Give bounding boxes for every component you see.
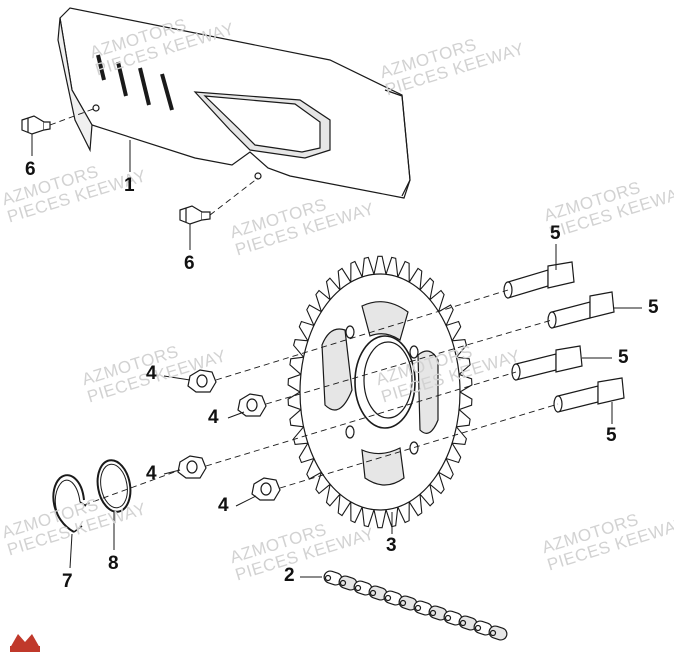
- nut-4b: [237, 393, 267, 417]
- nut-4d: [251, 477, 281, 501]
- stud-5b: [547, 291, 615, 329]
- chain-pin: [369, 589, 377, 597]
- callout-2: 2: [284, 565, 295, 586]
- bolt-6-top: [21, 115, 51, 135]
- callout-5b: 5: [648, 297, 659, 318]
- callout-3: 3: [386, 535, 397, 556]
- chain-link: [488, 625, 508, 641]
- stud-5a: [503, 261, 575, 299]
- callout-5d: 5: [606, 425, 617, 446]
- sprocket: [287, 255, 473, 529]
- chain-pin: [444, 614, 452, 622]
- callout-4a: 4: [146, 363, 157, 384]
- brand-logo: [10, 634, 40, 652]
- callout-1: 1: [124, 175, 135, 196]
- chain-pin: [429, 609, 437, 617]
- chain-pin: [324, 574, 332, 582]
- callout-5c: 5: [618, 347, 629, 368]
- callout-6-bottom: 6: [184, 253, 195, 274]
- callout-6-top: 6: [25, 159, 36, 180]
- callout-7: 7: [62, 571, 73, 592]
- circlip: [52, 474, 87, 533]
- chain-pin: [459, 619, 467, 627]
- callout-8: 8: [108, 553, 119, 574]
- nut-4c: [177, 455, 207, 479]
- chain: [323, 570, 508, 641]
- callout-5a: 5: [550, 223, 561, 244]
- callout-4d: 4: [218, 495, 229, 516]
- nut-4a: [187, 369, 217, 393]
- chain-pin: [474, 624, 482, 632]
- stud-5c: [511, 345, 583, 381]
- chain-guard: [57, 7, 411, 199]
- chain-pin: [414, 604, 422, 612]
- ring: [96, 459, 132, 513]
- assembly-lines: [49, 107, 559, 506]
- callout-4b: 4: [208, 407, 219, 428]
- callout-4c: 4: [146, 463, 157, 484]
- chain-pin: [399, 599, 407, 607]
- chain-pin: [339, 579, 347, 587]
- stud-5d: [553, 377, 625, 413]
- leader-lines: [31, 134, 642, 578]
- bolt-6-bottom: [179, 205, 211, 225]
- chain-pin: [489, 629, 497, 637]
- chain-pin: [384, 594, 392, 602]
- chain-pin: [354, 584, 362, 592]
